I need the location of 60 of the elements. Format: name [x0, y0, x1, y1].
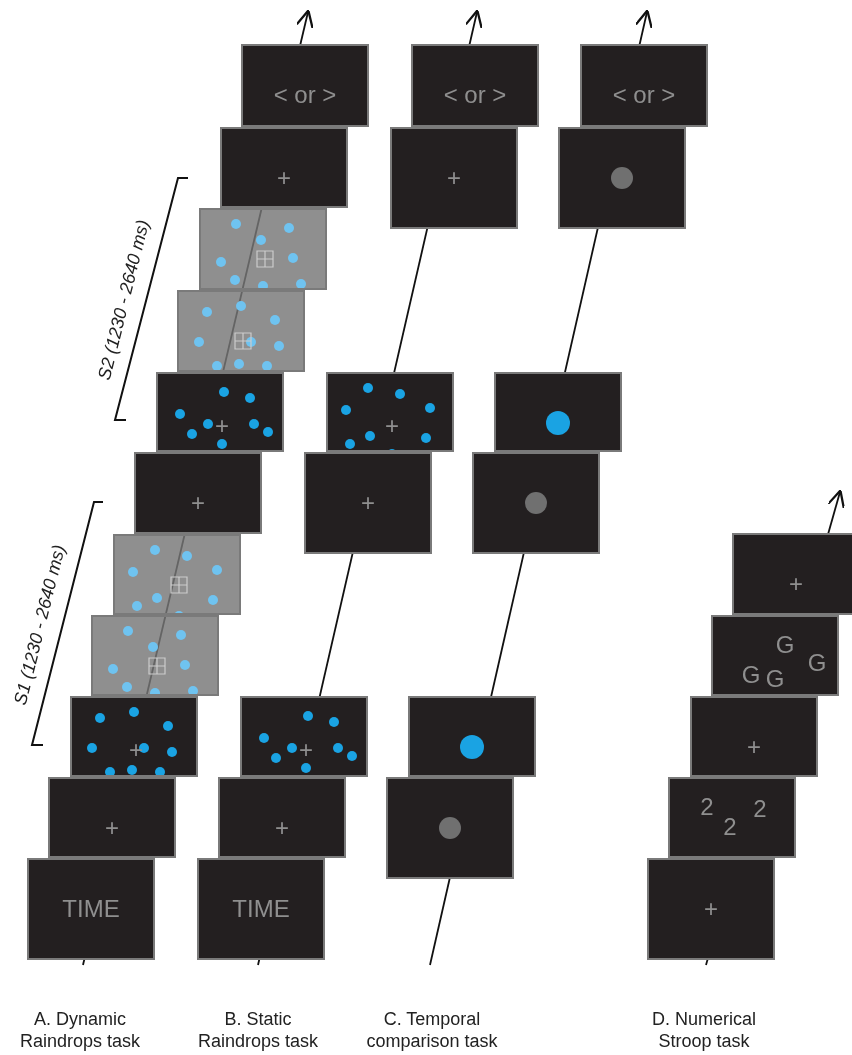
stimulus-screen	[668, 777, 796, 858]
stimulus-screen	[91, 615, 219, 696]
stimulus-screen	[199, 208, 327, 290]
stimulus-screen	[304, 452, 432, 554]
stimulus-screen	[580, 44, 708, 127]
stimulus-text: +	[789, 572, 803, 596]
stimulus-text: G	[807, 651, 827, 675]
stimulus-text: G	[741, 663, 761, 687]
stimulus-screen	[558, 127, 686, 229]
caption: B. Static Raindrops task	[196, 1008, 320, 1052]
stimulus-text: +	[105, 816, 119, 840]
stimulus-screen	[647, 858, 775, 960]
stimulus-text: < or >	[273, 83, 337, 107]
stimulus-screen	[411, 44, 539, 127]
stimulus-text: +	[447, 166, 461, 190]
stimulus-screen	[134, 452, 262, 534]
stimulus-screen	[113, 534, 241, 615]
stimulus-screen	[156, 372, 284, 452]
bracket-label: S2 (1230 - 2640 ms)	[93, 217, 155, 383]
stimulus-screen	[197, 858, 325, 960]
stimulus-screen	[494, 372, 622, 452]
caption: D. Numerical Stroop task	[651, 1008, 757, 1052]
stimulus-screen	[408, 696, 536, 777]
stimulus-screen	[220, 127, 348, 208]
stimulus-screen	[390, 127, 518, 229]
stimulus-text: TIME	[232, 897, 290, 921]
stimulus-screen	[472, 452, 600, 554]
stimulus-screen	[241, 44, 369, 127]
stimulus-text: < or >	[612, 83, 676, 107]
caption: A. Dynamic Raindrops task	[18, 1008, 142, 1052]
stimulus-screen	[218, 777, 346, 858]
stimulus-text: < or >	[443, 83, 507, 107]
stimulus-screen	[27, 858, 155, 960]
stimulus-text: 2	[753, 797, 767, 821]
stimulus-text: +	[385, 414, 399, 438]
stimulus-text: 2	[723, 815, 737, 839]
stimulus-screen	[177, 290, 305, 372]
stimulus-screen	[732, 533, 852, 615]
stimulus-text: +	[129, 738, 143, 762]
stimulus-text: G	[775, 633, 795, 657]
stimulus-screen	[48, 777, 176, 858]
stimulus-text: +	[277, 166, 291, 190]
stimulus-screen	[711, 615, 839, 696]
stimulus-text: +	[299, 738, 313, 762]
stimulus-screen	[386, 777, 514, 879]
stimulus-screen	[690, 696, 818, 777]
bracket-label: S1 (1230 - 2640 ms)	[9, 542, 71, 708]
stimulus-text: +	[704, 897, 718, 921]
stimulus-screen	[326, 372, 454, 452]
caption: C. Temporal comparison task	[365, 1008, 499, 1052]
stimulus-text: G	[765, 667, 785, 691]
stimulus-text: +	[215, 414, 229, 438]
stimulus-text: +	[361, 491, 375, 515]
stimulus-text: +	[275, 816, 289, 840]
stimulus-text: 2	[700, 795, 714, 819]
stimulus-screen	[240, 696, 368, 777]
stimulus-text: TIME	[62, 897, 120, 921]
stimulus-text: +	[747, 735, 761, 759]
stimulus-screen	[70, 696, 198, 777]
stimulus-text: +	[191, 491, 205, 515]
